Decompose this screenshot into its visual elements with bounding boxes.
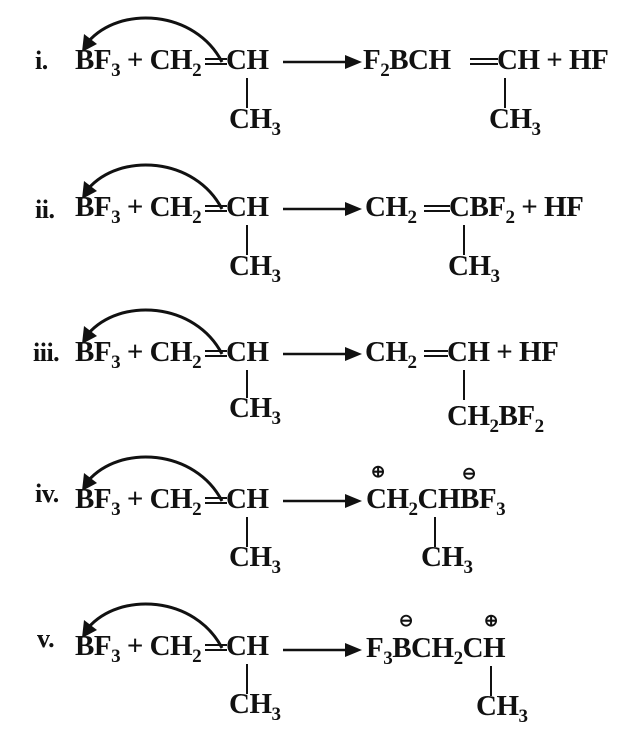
reaction-arrows <box>82 16 362 69</box>
positive-charge-icon: ⊕ <box>371 462 386 481</box>
reaction-label: iii. <box>33 338 60 367</box>
double-bond <box>205 644 227 651</box>
reactants-text: BF3 + CH2 <box>75 336 202 373</box>
positive-charge-icon: ⊕ <box>484 611 499 630</box>
single-bond <box>434 517 436 547</box>
reaction-arrows <box>82 308 362 361</box>
double-bond <box>470 58 498 65</box>
curved-electron-arrow <box>86 455 224 502</box>
double-bond <box>205 497 227 504</box>
reactant-ch: CH <box>226 191 269 223</box>
reactants-text: BF3 + CH2 <box>75 630 202 667</box>
arrowhead-icon <box>345 494 362 508</box>
curved-arrowhead-icon <box>82 181 97 199</box>
product-left: F2BCH <box>363 44 451 81</box>
double-bond <box>424 350 448 357</box>
reaction-iv: iv. BF3 + CH2 CH CH3 ⊕ CH2CHBF3 ⊖ CH3 <box>0 441 642 588</box>
arrowhead-icon <box>345 55 362 69</box>
reaction-iii: iii. BF3 + CH2 CH CH3 CH2 CH + HF CH2BF2 <box>0 294 642 441</box>
reactants-text: BF3 + CH2 <box>75 483 202 520</box>
reaction-i: i. BF3 + CH2 CH CH3 F2BCH CH + HF CH3 <box>0 0 642 147</box>
curved-arrowhead-icon <box>82 620 97 638</box>
reaction-ii: ii. BF3 + CH2 CH CH3 CH2 CBF2 + HF CH3 <box>0 147 642 294</box>
single-bond <box>246 78 248 108</box>
product-right: CH + HF <box>447 336 559 368</box>
double-bond <box>424 205 450 212</box>
curved-arrowhead-icon <box>82 473 97 491</box>
reaction-arrows <box>82 602 362 657</box>
product-main: CH2CHBF3 <box>366 483 506 520</box>
curved-electron-arrow <box>86 308 224 355</box>
reactant-ch: CH <box>226 44 269 76</box>
arrowhead-icon <box>345 643 362 657</box>
product-branch: CH3 <box>476 690 528 727</box>
negative-charge-icon: ⊖ <box>399 611 414 630</box>
double-bond <box>205 205 227 212</box>
double-bond <box>205 350 227 357</box>
reaction-v: v. BF3 + CH2 CH CH3 ⊖ F3BCH2CH ⊕ CH3 <box>0 588 642 735</box>
single-bond <box>246 517 248 547</box>
curved-arrowhead-icon <box>82 326 97 344</box>
curved-electron-arrow <box>86 163 224 210</box>
single-bond <box>490 666 492 696</box>
reactant-branch: CH3 <box>229 392 281 429</box>
reactant-branch: CH3 <box>229 103 281 140</box>
product-main: F3BCH2CH <box>366 632 506 669</box>
double-bond <box>205 58 227 65</box>
product-right: CH + HF <box>497 44 609 76</box>
curved-electron-arrow <box>86 16 224 63</box>
single-bond <box>246 370 248 398</box>
curved-electron-arrow <box>86 602 224 649</box>
negative-charge-icon: ⊖ <box>462 464 477 483</box>
reactant-branch: CH3 <box>229 688 281 725</box>
reactant-branch: CH3 <box>229 250 281 287</box>
arrowhead-icon <box>345 347 362 361</box>
product-branch: CH3 <box>489 103 541 140</box>
reaction-arrows <box>82 163 362 216</box>
arrowhead-icon <box>345 202 362 216</box>
product-branch: CH3 <box>448 250 500 287</box>
reactant-ch: CH <box>226 483 269 515</box>
reactant-ch: CH <box>226 630 269 662</box>
product-left: CH2 <box>365 191 417 228</box>
reaction-label: iv. <box>35 479 59 508</box>
reaction-label: ii. <box>35 195 55 224</box>
product-branch: CH3 <box>421 541 473 578</box>
single-bond <box>504 78 506 108</box>
single-bond <box>246 664 248 694</box>
product-branch: CH2BF2 <box>447 400 544 437</box>
single-bond <box>463 225 465 255</box>
reaction-label: i. <box>35 46 48 75</box>
reactant-ch: CH <box>226 336 269 368</box>
reactants-text: BF3 + CH2 <box>75 191 202 228</box>
product-right: CBF2 + HF <box>449 191 584 228</box>
single-bond <box>463 370 465 400</box>
reaction-label: v. <box>37 624 55 653</box>
reaction-arrows <box>82 455 362 508</box>
curved-arrowhead-icon <box>82 34 97 52</box>
single-bond <box>246 225 248 255</box>
product-left: CH2 <box>365 336 417 373</box>
reactants-text: BF3 + CH2 <box>75 44 202 81</box>
reactant-branch: CH3 <box>229 541 281 578</box>
